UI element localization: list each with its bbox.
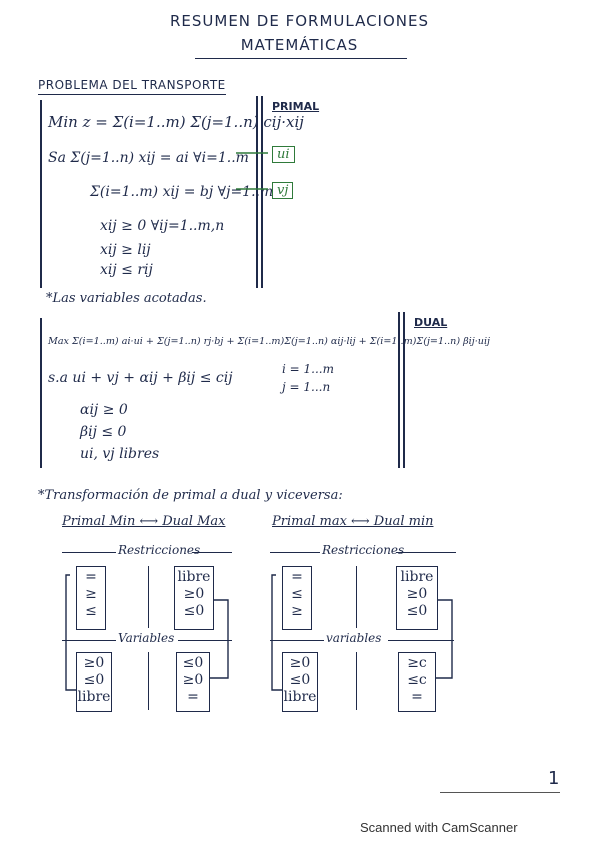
cell: = xyxy=(85,569,97,585)
page-title: RESUMEN DE FORMULACIONES MATEMÁTICAS xyxy=(0,12,599,54)
cell: ≥0 xyxy=(289,655,311,671)
dual-constraint-4: ui, vj libres xyxy=(80,446,160,462)
right-bar-dual-2 xyxy=(403,312,405,468)
right-bar-dual-1 xyxy=(398,312,400,468)
restr-left-rule-a xyxy=(62,552,116,553)
var-left-primal-box: ≥0 ≤0 libre xyxy=(76,652,112,712)
restr-right-divider xyxy=(356,566,357,628)
dual-index-i: i = 1...m xyxy=(282,362,334,376)
cell: = xyxy=(291,569,303,585)
cell: libre xyxy=(283,689,317,705)
cell: ≤ xyxy=(85,603,97,619)
section-underline xyxy=(38,94,226,95)
dual-tag: DUAL xyxy=(414,316,448,329)
cell: ≤0 xyxy=(83,672,105,688)
cell: ≥0 xyxy=(183,586,205,602)
cell: ≤0 xyxy=(182,655,204,671)
dual-constraint-3: βij ≤ 0 xyxy=(80,424,127,440)
cell: libre xyxy=(77,689,111,705)
bottom-rule xyxy=(440,792,560,793)
cell: libre xyxy=(177,569,211,585)
cell: ≤0 xyxy=(289,672,311,688)
primal-constraint-3: xij ≥ 0 ∀ij=1..m,n xyxy=(100,218,225,234)
arrow-right-restr-to-var xyxy=(271,574,282,691)
cell: ≥0 xyxy=(182,672,204,688)
bounded-vars-note: *Las variables acotadas. xyxy=(46,291,207,306)
restr-left-label: Restricciones xyxy=(118,543,201,557)
transform-title: *Transformación de primal a dual y vicev… xyxy=(38,488,343,503)
primal-constraint-2: Σ(i=1..m) xij = bj ∀j=1..m xyxy=(90,184,274,200)
left-bracket-dual xyxy=(40,318,42,468)
var-left-rule-a xyxy=(62,640,116,641)
scanner-watermark: Scanned with CamScanner xyxy=(360,820,518,835)
primal-objective: Min z = Σ(i=1..m) Σ(j=1..n) cij·xij xyxy=(48,113,304,131)
right-bar-primal-1 xyxy=(256,96,258,288)
var-right-divider xyxy=(356,652,357,710)
var-right-dual-box: ≥c ≤c = xyxy=(398,652,436,712)
page-number: 1 xyxy=(548,768,560,789)
primal-constraint-5: xij ≤ rij xyxy=(100,262,153,278)
restr-left-rule-b xyxy=(192,552,232,553)
title-line-1: RESUMEN DE FORMULACIONES xyxy=(169,12,429,30)
arrow-left-restr-to-var xyxy=(65,574,76,691)
arrow-right-dual-restr-to-var xyxy=(436,599,453,679)
section-title-transport: PROBLEMA DEL TRANSPORTE xyxy=(38,78,226,92)
transform-left-heading: Primal Min ⟷ Dual Max xyxy=(62,514,226,529)
restr-right-rule-b xyxy=(396,552,456,553)
cell: ≥ xyxy=(85,586,97,602)
cell: ≤ xyxy=(291,586,303,602)
right-bar-primal-2 xyxy=(261,96,263,288)
restr-right-rule-a xyxy=(270,552,320,553)
dual-var-vj: vj xyxy=(272,182,294,199)
cell: ≥0 xyxy=(83,655,105,671)
dual-objective: Max Σ(i=1..m) ai·ui + Σ(j=1..n) rj·bj + … xyxy=(48,336,490,347)
var-right-rule-a xyxy=(270,640,324,641)
cell: libre xyxy=(400,569,434,585)
var-left-dual-box: ≤0 ≥0 = xyxy=(176,652,210,712)
dual-index-j: j = 1...n xyxy=(282,380,331,394)
var-left-label: Variables xyxy=(118,631,175,645)
cell: ≥ xyxy=(291,603,303,619)
primal-constraint-1: Sa Σ(j=1..n) xij = ai ∀i=1..m xyxy=(48,150,249,166)
cell: ≥c xyxy=(407,655,427,671)
cell: ≥0 xyxy=(406,586,428,602)
transform-right-heading: Primal max ⟷ Dual min xyxy=(272,514,434,529)
restr-left-divider xyxy=(148,566,149,628)
restr-right-dual-box: libre ≥0 ≤0 xyxy=(396,566,438,630)
primal-constraint-4: xij ≥ lij xyxy=(100,242,151,258)
cell: = xyxy=(411,689,423,705)
restr-right-primal-box: = ≤ ≥ xyxy=(282,566,312,630)
dual-constraint-2: αij ≥ 0 xyxy=(80,402,128,418)
restr-right-label: Restricciones xyxy=(322,543,405,557)
title-underline xyxy=(195,58,407,59)
var-right-primal-box: ≥0 ≤0 libre xyxy=(282,652,318,712)
var-right-rule-b xyxy=(388,640,454,641)
arrow-left-dual-restr-to-var xyxy=(210,599,229,679)
restr-left-dual-box: libre ≥0 ≤0 xyxy=(174,566,214,630)
primal-tag: PRIMAL xyxy=(272,100,320,113)
cell: = xyxy=(187,689,199,705)
title-line-2: MATEMÁTICAS xyxy=(240,36,359,54)
dual-constraint-1: s.a ui + vj + αij + βij ≤ cij xyxy=(48,370,233,386)
dual-var-ui: ui xyxy=(272,146,295,163)
restr-left-primal-box: = ≥ ≤ xyxy=(76,566,106,630)
left-bracket-primal xyxy=(40,100,42,288)
cell: ≤0 xyxy=(406,603,428,619)
var-left-divider xyxy=(148,652,149,710)
var-left-rule-b xyxy=(178,640,232,641)
cell: ≤c xyxy=(407,672,427,688)
var-right-label: variables xyxy=(326,631,382,645)
cell: ≤0 xyxy=(183,603,205,619)
